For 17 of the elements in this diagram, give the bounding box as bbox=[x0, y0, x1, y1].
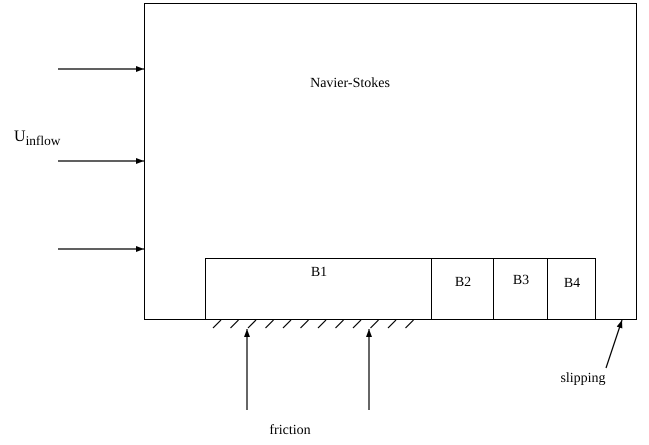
label-text: slipping bbox=[560, 371, 606, 387]
block-region bbox=[205, 258, 432, 320]
arrow bbox=[58, 158, 144, 164]
velocity-label: U$_{inflow}$ bbox=[14, 128, 60, 150]
label-text: B4 bbox=[564, 276, 580, 292]
arrow bbox=[366, 329, 372, 410]
label-text: B1 bbox=[310, 265, 328, 281]
domain-box bbox=[144, 3, 637, 320]
arrow bbox=[244, 329, 250, 410]
arrow bbox=[605, 320, 623, 368]
arrow bbox=[58, 246, 144, 252]
label-text: B2 bbox=[454, 275, 472, 291]
region-label: Navier-Stokes bbox=[310, 76, 390, 92]
block-region bbox=[547, 258, 596, 320]
label-text: friction bbox=[269, 423, 311, 439]
label-text: B3 bbox=[512, 273, 530, 289]
arrow bbox=[58, 66, 144, 72]
